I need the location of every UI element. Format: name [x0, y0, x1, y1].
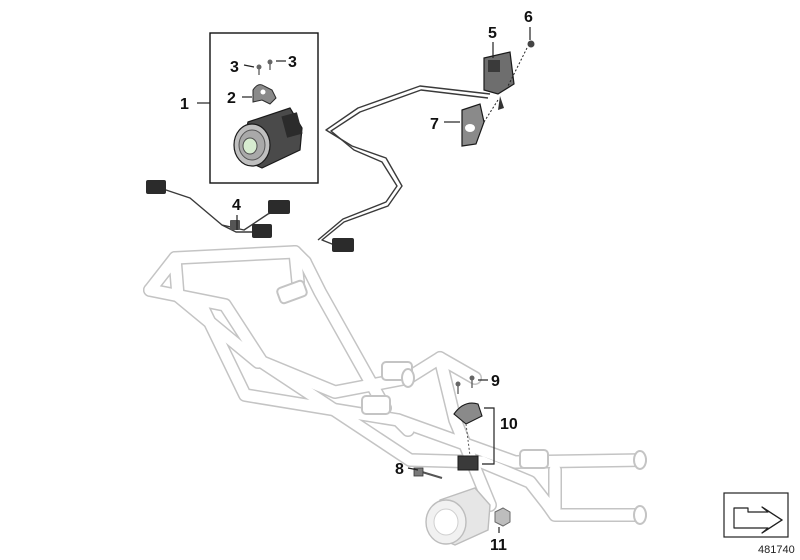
wiring-harness-short-icon [146, 180, 290, 238]
wiring-harness-long-icon [317, 85, 491, 252]
screw-icon [256, 64, 262, 75]
crash-bar-frame [143, 245, 647, 525]
nut-icon [494, 507, 511, 527]
spotlight-kit-box [209, 32, 319, 184]
callout-1: 1 [180, 96, 189, 113]
screw-icon [469, 375, 475, 388]
switch-clamp-icon [461, 99, 499, 147]
reference-arrow-icon [723, 492, 789, 538]
callout-4: 4 [232, 197, 241, 214]
callout-10: 10 [500, 416, 518, 433]
callout-leaders [197, 27, 531, 533]
callout-3a: 3 [230, 59, 239, 76]
spotlight-mounted-icon [425, 487, 491, 546]
callout-11: 11 [490, 537, 507, 554]
callout-8: 8 [395, 461, 404, 478]
callout-5: 5 [488, 25, 497, 42]
screw-icon [267, 59, 273, 70]
screw-small-icon [507, 40, 535, 87]
mounting-clamp-icon [453, 402, 483, 471]
callout-3b: 3 [288, 54, 297, 71]
callout-9: 9 [491, 373, 500, 390]
callout-2: 2 [227, 90, 236, 107]
spotlight-bracket-icon [252, 84, 277, 105]
callout-7: 7 [430, 116, 439, 133]
callout-6: 6 [524, 9, 533, 26]
spotlight-icon [233, 107, 303, 169]
switch-housing-icon [483, 51, 515, 110]
diagram-number: 481740 [758, 544, 795, 556]
screw-icon [455, 381, 461, 394]
bolt-icon [413, 467, 443, 479]
